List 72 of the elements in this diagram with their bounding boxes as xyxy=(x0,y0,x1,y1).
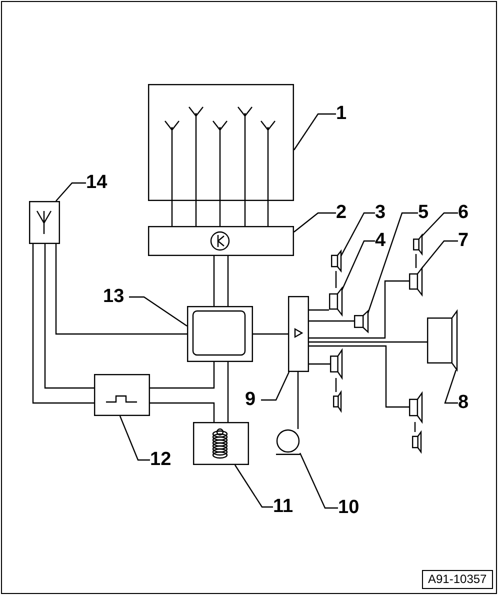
display-unit-box xyxy=(187,306,253,362)
leader-line xyxy=(367,212,418,314)
loudspeaker-symbol xyxy=(354,311,368,332)
antenna-box xyxy=(29,201,60,244)
leader-line xyxy=(294,113,336,150)
wire xyxy=(335,271,337,288)
wire xyxy=(414,422,416,432)
wire xyxy=(195,201,197,226)
leader-line xyxy=(294,212,336,232)
loudspeaker-symbol xyxy=(409,268,422,295)
coil-module-box xyxy=(193,422,249,465)
loudspeaker-symbol xyxy=(427,311,457,370)
loudspeaker-symbol xyxy=(413,235,422,254)
leader-line xyxy=(444,370,458,404)
callout-number: 4 xyxy=(375,232,386,250)
antenna-array-box xyxy=(148,84,294,201)
wire xyxy=(219,201,221,226)
tuner-box xyxy=(148,226,294,256)
callout-number: 11 xyxy=(273,498,294,516)
wire xyxy=(267,201,269,226)
wire xyxy=(32,244,94,404)
wire xyxy=(44,244,94,389)
wire xyxy=(171,201,173,226)
callout-number: 7 xyxy=(458,232,469,250)
wire xyxy=(309,280,409,339)
pulse-module-box xyxy=(94,374,150,416)
wire xyxy=(150,362,215,389)
wire xyxy=(227,362,229,422)
callout-number: 12 xyxy=(150,451,172,469)
figure-number: A91-10357 xyxy=(422,570,493,589)
wire xyxy=(55,244,187,335)
leader-line xyxy=(234,464,273,508)
amplifier-box xyxy=(288,296,309,372)
callout-number: 10 xyxy=(338,499,360,517)
callout-number: 3 xyxy=(375,204,386,222)
wire xyxy=(309,345,409,408)
leader-line xyxy=(341,240,375,290)
wire xyxy=(297,372,299,429)
loudspeaker-symbol xyxy=(333,392,341,411)
wire xyxy=(150,402,215,422)
callout-number: 9 xyxy=(245,391,256,409)
wire xyxy=(244,201,246,226)
loudspeaker-symbol xyxy=(329,288,342,315)
wire xyxy=(309,309,329,311)
microphone-symbol xyxy=(276,429,300,455)
loudspeaker-symbol xyxy=(331,251,341,271)
loudspeaker-symbol xyxy=(412,432,421,452)
leader-line xyxy=(119,416,150,461)
callout-number: 14 xyxy=(86,174,108,192)
wire xyxy=(335,378,337,392)
callout-number: 13 xyxy=(103,288,124,306)
wire xyxy=(415,254,417,268)
wire xyxy=(253,333,288,335)
wire xyxy=(309,363,330,365)
wire xyxy=(227,256,229,306)
callout-number: 1 xyxy=(336,105,347,123)
leader-line xyxy=(56,182,86,202)
wire xyxy=(213,256,215,306)
loudspeaker-symbol xyxy=(330,350,342,378)
callout-number: 5 xyxy=(418,204,429,222)
leader-line xyxy=(422,240,458,268)
loudspeaker-symbol xyxy=(409,393,422,422)
leader-line xyxy=(422,212,458,236)
callout-number: 6 xyxy=(458,204,469,222)
leader-line xyxy=(299,452,338,509)
wire xyxy=(309,341,427,343)
leader-line xyxy=(340,212,375,256)
leader-line xyxy=(261,372,290,401)
callout-number: 2 xyxy=(336,204,347,222)
leader-line xyxy=(129,296,188,326)
wire xyxy=(309,320,354,322)
callout-number: 8 xyxy=(458,394,469,412)
